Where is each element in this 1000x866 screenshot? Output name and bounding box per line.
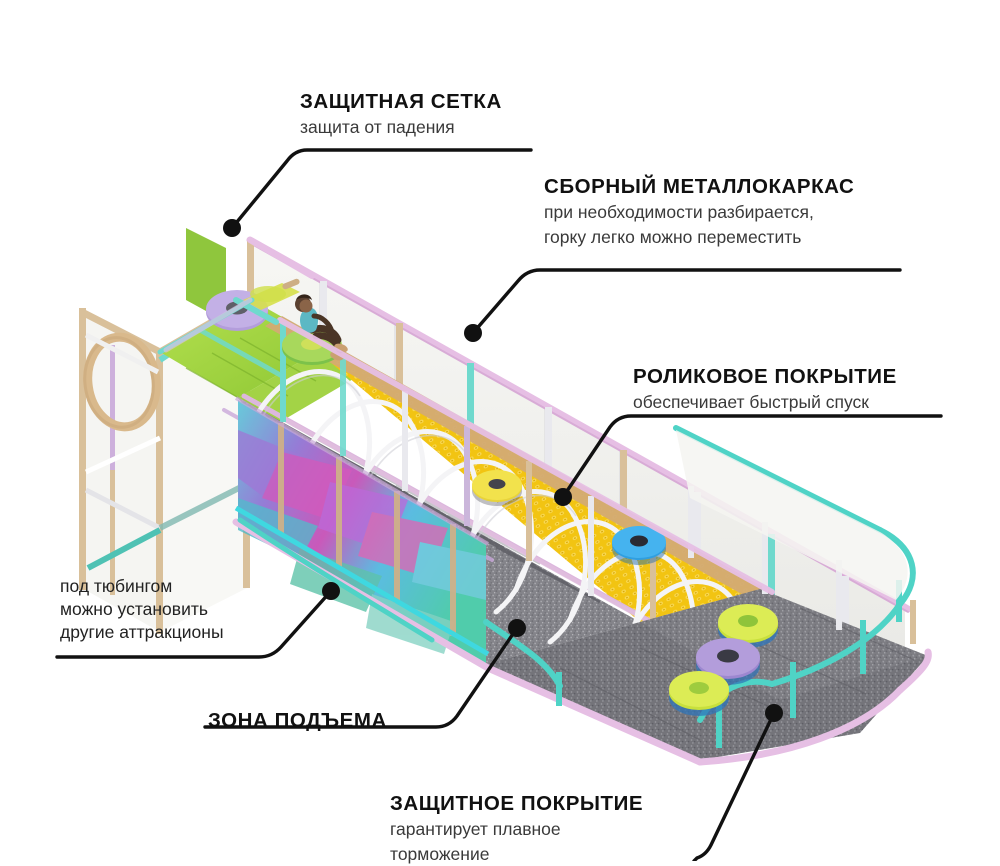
callout-under-tubing-line2: можно установить [60,598,208,619]
callout-metal-frame-subtitle-line2: горку легко можно переместить [544,226,802,247]
callout-climb-zone-title: ЗОНА ПОДЪЕМА [208,709,387,732]
callout-roller-surface-title: РОЛИКОВОЕ ПОКРЫТИЕ [633,365,897,388]
callout-safety-net-title: ЗАЩИТНАЯ СЕТКА [300,90,502,113]
callout-safety-net: ЗАЩИТНАЯ СЕТКА защита от падения [300,90,502,139]
callout-under-tubing-line1: под тюбингом [60,576,173,596]
callout-protective-surface: ЗАЩИТНОЕ ПОКРЫТИЕ гарантирует плавное то… [390,792,643,866]
callout-protective-surface-subtitle-line2: торможение [390,843,490,864]
callout-metal-frame: СБОРНЫЙ МЕТАЛЛОКАРКАС при необходимости … [544,175,854,249]
callout-safety-net-subtitle: защита от падения [300,117,455,138]
callout-metal-frame-title: СБОРНЫЙ МЕТАЛЛОКАРКАС [544,175,855,198]
callout-under-tubing: под тюбингом можно установить другие атт… [60,575,224,643]
callout-roller-surface: РОЛИКОВОЕ ПОКРЫТИЕ обеспечивает быстрый … [633,365,897,414]
callout-roller-surface-subtitle: обеспечивает быстрый спуск [633,392,869,413]
callout-metal-frame-subtitle-line1: при необходимости разбирается, [544,202,814,223]
callout-climb-zone: ЗОНА ПОДЪЕМА [208,709,387,733]
callout-protective-surface-title: ЗАЩИТНОЕ ПОКРЫТИЕ [390,792,644,815]
callout-under-tubing-line3: другие аттракционы [60,621,224,642]
callout-protective-surface-subtitle-line1: гарантирует плавное [390,819,561,840]
